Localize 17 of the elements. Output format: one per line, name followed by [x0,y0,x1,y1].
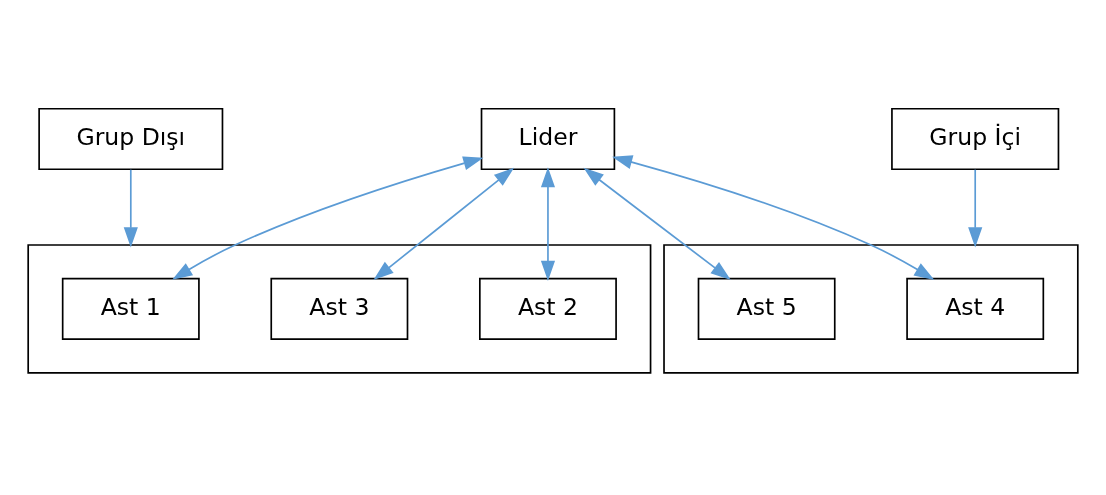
node-box: Ast 2 [479,277,617,340]
node-box: Grup İçi [891,107,1060,171]
cluster [27,244,652,374]
arrow [968,168,983,248]
cluster [663,244,1079,374]
arrow [612,155,935,280]
arrow [540,167,556,282]
arrow [583,167,731,280]
node-box: Ast 5 [697,277,836,340]
node-box: Ast 4 [906,277,1045,340]
arrow [373,167,515,280]
arrow [172,156,484,280]
node-box: Grup Dışı [38,107,224,171]
node-box: Lider [480,107,616,171]
arrow [123,168,138,248]
node-box: Ast 1 [61,277,200,340]
node-box: Ast 3 [270,277,409,340]
